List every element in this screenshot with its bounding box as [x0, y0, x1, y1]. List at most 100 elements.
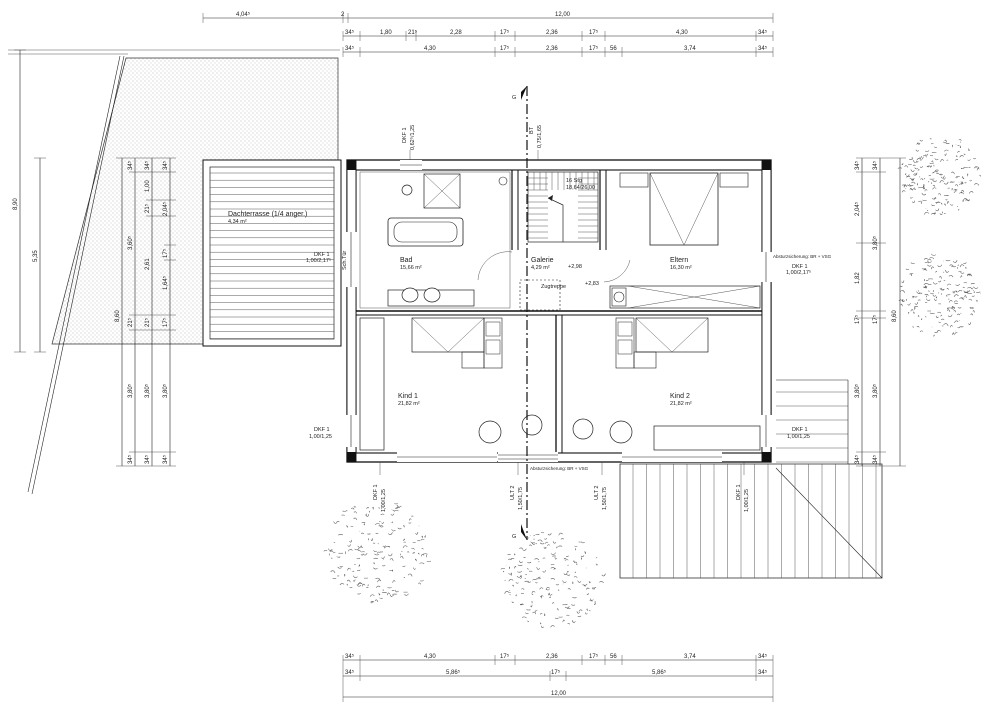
dim-bottom-1-f: 56 [610, 654, 617, 660]
kind1-name: Kind 1 [398, 393, 418, 400]
right-dimension-chains: 34⁵ 2,04⁵ 1,82 17⁵ 3,80⁵ 34⁵ 34⁵ 3,80⁵ 1… [854, 157, 906, 467]
bath-fixtures [359, 171, 511, 309]
dim-top-3-h: 34⁵ [758, 45, 768, 52]
stair-detail: 18,64/26,00 [566, 185, 595, 191]
dim-left-main: 8,60 [115, 310, 121, 322]
dim-left-b-1: 34⁵ [144, 160, 151, 170]
dim-top-1-b: 2 [341, 12, 345, 18]
dim-bottom-1-e: 17⁵ [589, 653, 599, 660]
win-dkf-bl-size: 1,00/1,25 [381, 489, 387, 512]
terrace-deck [202, 159, 342, 347]
dim-left-c-1: 34⁵ [162, 160, 169, 170]
win-dkf-br-size: 1,00/1,25 [744, 489, 750, 512]
dim-bottom-2-c: 17⁵ [551, 669, 561, 676]
win-dkf-kind2-size: 1,00/1,25 [787, 434, 810, 440]
tree-3 [323, 503, 431, 604]
dim-top-3-d: 2,36 [546, 46, 558, 52]
dim-left-b-2: 1,00 [145, 180, 151, 192]
dim-right-a-1: 34⁵ [854, 160, 861, 170]
win-dkf-eltern-size: 1,00/2,17⁵ [786, 269, 811, 276]
win-dkf-top-type: DKF 1 [402, 127, 408, 143]
dim-right-b-2: 3,80⁵ [872, 235, 879, 250]
section-mark-bottom: G [512, 534, 516, 540]
bad-name: Bad [400, 257, 413, 264]
dim-top-3-a: 34⁵ [345, 45, 355, 52]
tree-1 [897, 138, 982, 215]
kind2-area: 21,82 m² [670, 401, 692, 407]
eltern-furniture [609, 172, 761, 309]
dim-left-a-2: 3,60⁵ [127, 235, 134, 250]
building-walls [346, 159, 772, 463]
dim-bottom-total: 12,00 [551, 691, 567, 697]
dim-top-2-d: 2,28 [450, 30, 462, 36]
tree-symbols [323, 138, 982, 628]
dim-left-b-5: 21⁵ [144, 317, 151, 327]
bad-area: 15,66 m² [400, 265, 422, 271]
window-labels: DKF 1 0,62⁵/1,25 BT 0,75/1,65 DKF 1 1,00… [306, 125, 832, 512]
win-dkf-terrace-size: 1,00/2,17⁵ [306, 257, 331, 264]
dim-bottom-1-b: 4,30 [424, 654, 436, 660]
kind2-furniture [572, 317, 761, 451]
section-mark-top: G [512, 95, 516, 101]
top-dimension-chains: 4,04⁵ 2 12,00 34⁵ 1,80 21⁵ 2,28 17⁵ 2,36… [202, 11, 774, 57]
win-dkf-terrace-type: DKF 1 [314, 252, 330, 258]
dim-top-1-c: 12,00 [555, 12, 571, 18]
win-dkf-bl-type: DKF 1 [373, 484, 379, 500]
dim-left-b-7: 34⁵ [144, 454, 151, 464]
dim-bottom-1-g: 3,74 [684, 654, 696, 660]
dim-left-c-2: 2,04⁵ [162, 201, 169, 216]
dim-left-b-4: 2,61 [145, 258, 151, 270]
win-dkf-kind2-type: DKF 1 [792, 427, 808, 433]
note-absturz-bottom: Absturzsicherung: BR + VSG [530, 466, 589, 471]
dim-left-b-3: 21⁵ [144, 203, 151, 213]
dim-top-2-c: 21⁵ [408, 29, 418, 36]
tree-2 [898, 253, 981, 337]
dim-top-3-c: 17⁵ [500, 45, 510, 52]
eltern-name: Eltern [670, 257, 688, 264]
terrace-name: Dachterrasse (1/4 anger.) [228, 211, 307, 218]
dim-left-c-5: 17⁵ [162, 317, 169, 327]
dim-right-a-4: 17⁵ [854, 314, 861, 324]
stair-name: 16 Stg [566, 178, 582, 184]
dim-right-a-5: 3,80⁵ [854, 383, 861, 398]
section-line [521, 86, 528, 540]
dim-right-main: 8,60 [892, 310, 898, 322]
terrace-area: 4,34 m² [228, 219, 247, 225]
dim-bottom-1-a: 34⁵ [345, 653, 355, 660]
dim-top-3-e: 17⁵ [589, 45, 599, 52]
bottom-dimension-chains: 34⁵ 4,30 17⁵ 2,36 17⁵ 56 3,74 34⁵ 34⁵ 5,… [342, 653, 774, 702]
dim-bottom-1-h: 34⁵ [758, 653, 768, 660]
dim-right-b-5: 34⁵ [872, 454, 879, 464]
win-ult-r-type: ULT 2 [594, 486, 600, 500]
zugtreppe-label: Zugtreppe [541, 284, 566, 290]
win-ult-r-size: 1,50/1,75 [602, 487, 608, 510]
dim-left-c-6: 3,80⁵ [162, 383, 169, 398]
dim-top-2-a: 34⁵ [345, 29, 355, 36]
dim-left-inner: 5,35 [33, 250, 39, 262]
win-dkf-kind1-size: 1,00/1,25 [309, 434, 332, 440]
dim-right-a-3: 1,82 [855, 272, 861, 284]
dim-left-a-5: 34⁵ [127, 454, 134, 464]
galerie-area: 4,29 m² [531, 265, 550, 271]
dim-top-3-f: 56 [610, 46, 617, 52]
tree-4 [500, 532, 606, 628]
level-lower: +2,83 [585, 281, 599, 287]
dim-top-3-b: 4,30 [424, 46, 436, 52]
dim-right-b-3: 17⁵ [872, 314, 879, 324]
dim-top-1-a: 4,04⁵ [236, 11, 251, 18]
dim-bottom-2-b: 5,86⁵ [446, 669, 461, 676]
win-bt-top-type: BT [529, 126, 535, 134]
dim-bottom-2-a: 34⁵ [345, 669, 355, 676]
dim-bottom-2-e: 34⁵ [758, 669, 768, 676]
win-dkf-top-size: 0,62⁵/1,25 [409, 125, 416, 150]
dim-bottom-2-d: 5,86⁵ [652, 669, 667, 676]
dim-left-c-7: 34⁵ [162, 454, 169, 464]
kind2-name: Kind 2 [670, 393, 690, 400]
dim-left-a-1: 34⁵ [127, 160, 134, 170]
dim-top-2-e: 17⁵ [500, 29, 510, 36]
dim-top-2-i: 34⁵ [758, 29, 768, 36]
left-dimension-chains: 8,90 5,35 8,60 34⁵ 3,60⁵ 21⁵ 3,80⁵ 34⁵ 3… [13, 49, 176, 467]
note-absturz-right: Absturzsicherung: BR + VSG [773, 254, 832, 259]
dim-left-c-3: 17⁵ [162, 248, 169, 258]
